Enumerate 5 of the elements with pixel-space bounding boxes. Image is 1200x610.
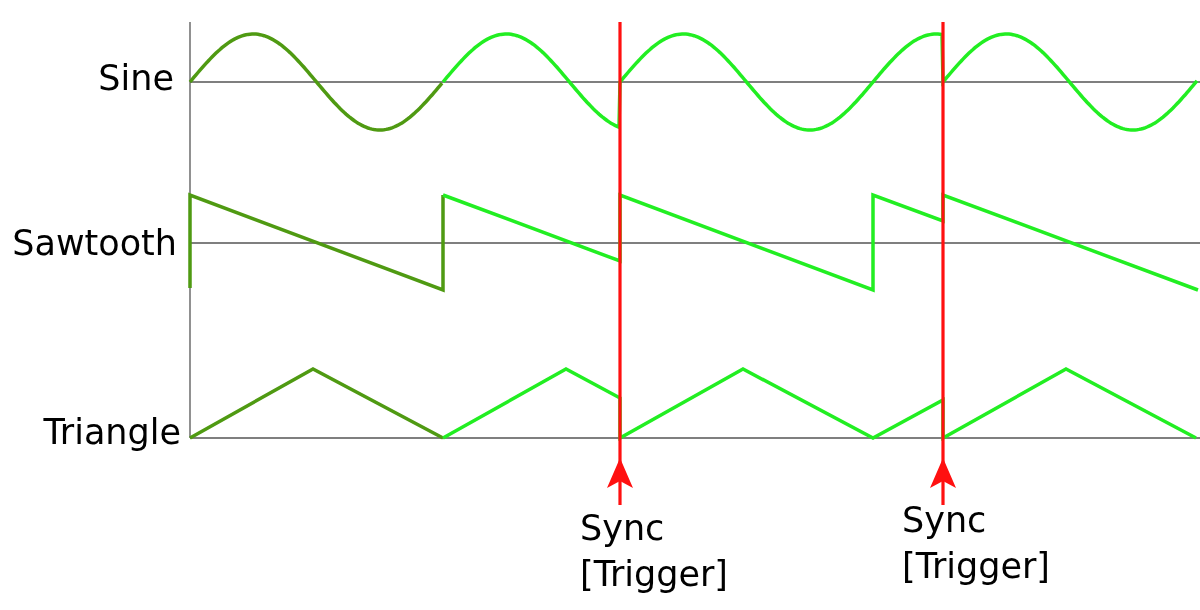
sync-label: Sync [Trigger] xyxy=(902,499,1050,588)
waveform-label: Sine xyxy=(98,57,174,100)
waveform-label: Triangle xyxy=(43,411,181,454)
waveform-label: Sawtooth xyxy=(12,222,177,265)
sync-label: Sync [Trigger] xyxy=(580,507,728,596)
